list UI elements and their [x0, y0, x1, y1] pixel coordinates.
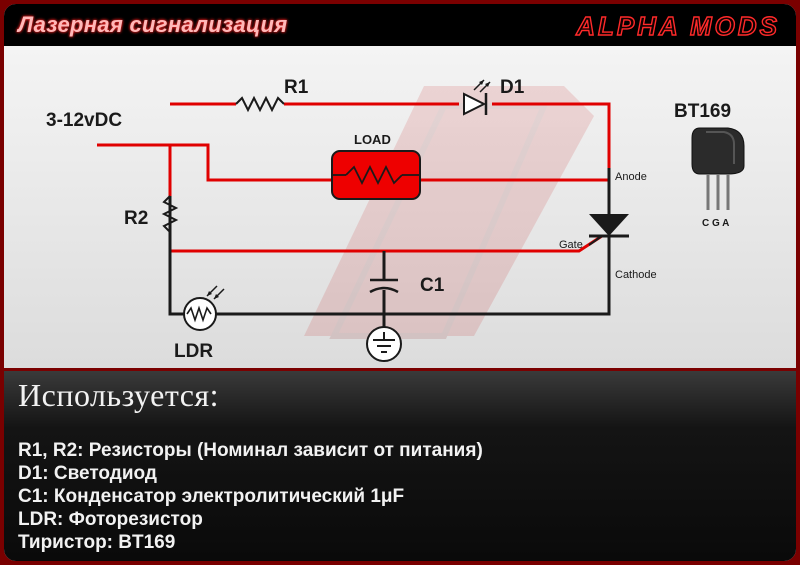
list-item: LDR: Фоторезистор: [18, 509, 203, 530]
bt169-package: BT169 C G A: [674, 101, 745, 229]
brand-logo: ALPHA MODS: [574, 10, 780, 40]
thyristor-label: BT169: [674, 101, 731, 122]
poster: Лазерная сигнализация ALPHA MODS: [4, 4, 796, 561]
cathode-label: Cathode: [615, 269, 657, 281]
r2-label: R2: [124, 208, 148, 229]
supply-label: 3-12vDC: [46, 110, 122, 131]
list-item: D1: Светодиод: [18, 463, 157, 484]
r1-resistor: R1: [235, 77, 309, 113]
gate-label: Gate: [559, 239, 583, 251]
load-label: LOAD: [354, 132, 391, 147]
r1-label: R1: [284, 77, 309, 98]
c1-capacitor: C1: [369, 275, 445, 296]
circuit-diagram: R1 D1 3-12vDC LOAD: [4, 46, 796, 368]
c1-label: C1: [420, 275, 445, 296]
ground-symbol: [366, 326, 402, 362]
d1-led: D1: [463, 77, 525, 116]
circuit-schematic: R1 D1 3-12vDC LOAD: [46, 77, 745, 362]
info-panel: Используется: R1, R2: Резисторы (Номинал…: [4, 368, 796, 561]
black-wires: [168, 168, 611, 332]
anode-label: Anode: [615, 171, 647, 183]
ldr-photoresistor: LDR: [174, 285, 225, 362]
page-title: Лазерная сигнализация: [18, 12, 288, 37]
brand-logo-text: ALPHA MODS: [575, 11, 780, 40]
d1-label: D1: [500, 77, 525, 98]
thyristor-symbol: Anode Gate Cathode: [559, 171, 657, 281]
r2-resistor: R2: [124, 195, 179, 233]
load-block: LOAD: [331, 132, 421, 200]
list-item: Тиристор: BT169: [18, 532, 176, 553]
ldr-label: LDR: [174, 341, 213, 362]
list-item: R1, R2: Резисторы (Номинал зависит от пи…: [18, 440, 483, 461]
header-bar: Лазерная сигнализация ALPHA MODS: [4, 4, 796, 46]
list-item: C1: Конденсатор электролитический 1μF: [18, 486, 405, 507]
watermark-emblem: [304, 86, 594, 339]
info-heading: Используется:: [18, 377, 220, 413]
components-list: R1, R2: Резисторы (Номинал зависит от пи…: [18, 439, 483, 554]
pins-label: C G A: [702, 218, 729, 229]
